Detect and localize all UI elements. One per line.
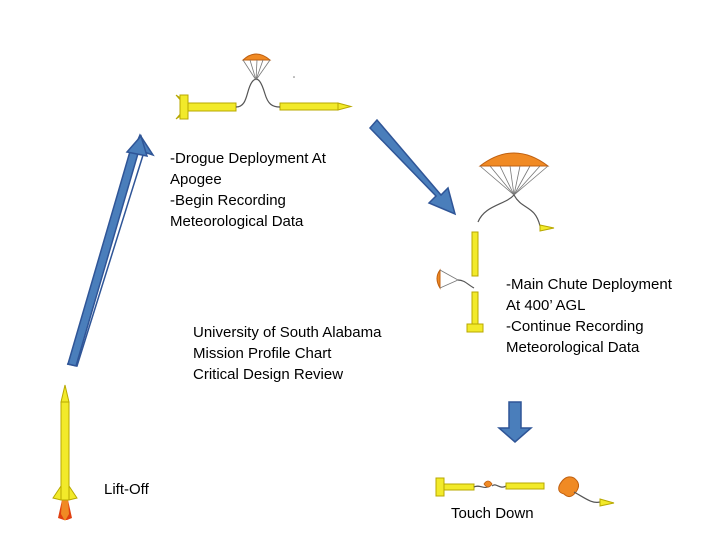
- university-name: University of South Alabama: [193, 324, 382, 341]
- main-label-line-3: -Continue Recording: [506, 318, 644, 335]
- main-chute-label: -Main Chute Deployment At 400’ AGL -Cont…: [506, 274, 672, 358]
- main-label-line-2: At 400’ AGL: [506, 297, 586, 314]
- chart-title-block: University of South Alabama Mission Prof…: [193, 322, 381, 385]
- drogue-label-line-2: Apogee: [170, 171, 222, 188]
- review-name: Critical Design Review: [193, 366, 344, 383]
- descent-arrow: [368, 118, 457, 216]
- main-label-line-4: Meteorological Data: [506, 339, 640, 356]
- liftoff-label: Lift-Off: [104, 481, 149, 498]
- drogue-label-line-1: -Drogue Deployment At: [170, 150, 326, 167]
- main-label-line-1: -Main Chute Deployment: [506, 276, 672, 293]
- touchdown-rocket: [435, 476, 615, 507]
- apogee-rocket: [175, 53, 353, 120]
- main-deploy-rocket: [436, 152, 555, 333]
- ascent-arrow: [66, 133, 155, 367]
- drogue-deployment-label: -Drogue Deployment At Apogee -Begin Reco…: [170, 148, 326, 232]
- chart-name: Mission Profile Chart: [193, 345, 332, 362]
- liftoff-rocket: [52, 384, 78, 521]
- drogue-label-line-3: -Begin Recording: [170, 192, 286, 209]
- touchdown-label: Touch Down: [451, 505, 534, 522]
- landing-arrow: [497, 401, 533, 443]
- drogue-label-line-4: Meteorological Data: [170, 213, 304, 230]
